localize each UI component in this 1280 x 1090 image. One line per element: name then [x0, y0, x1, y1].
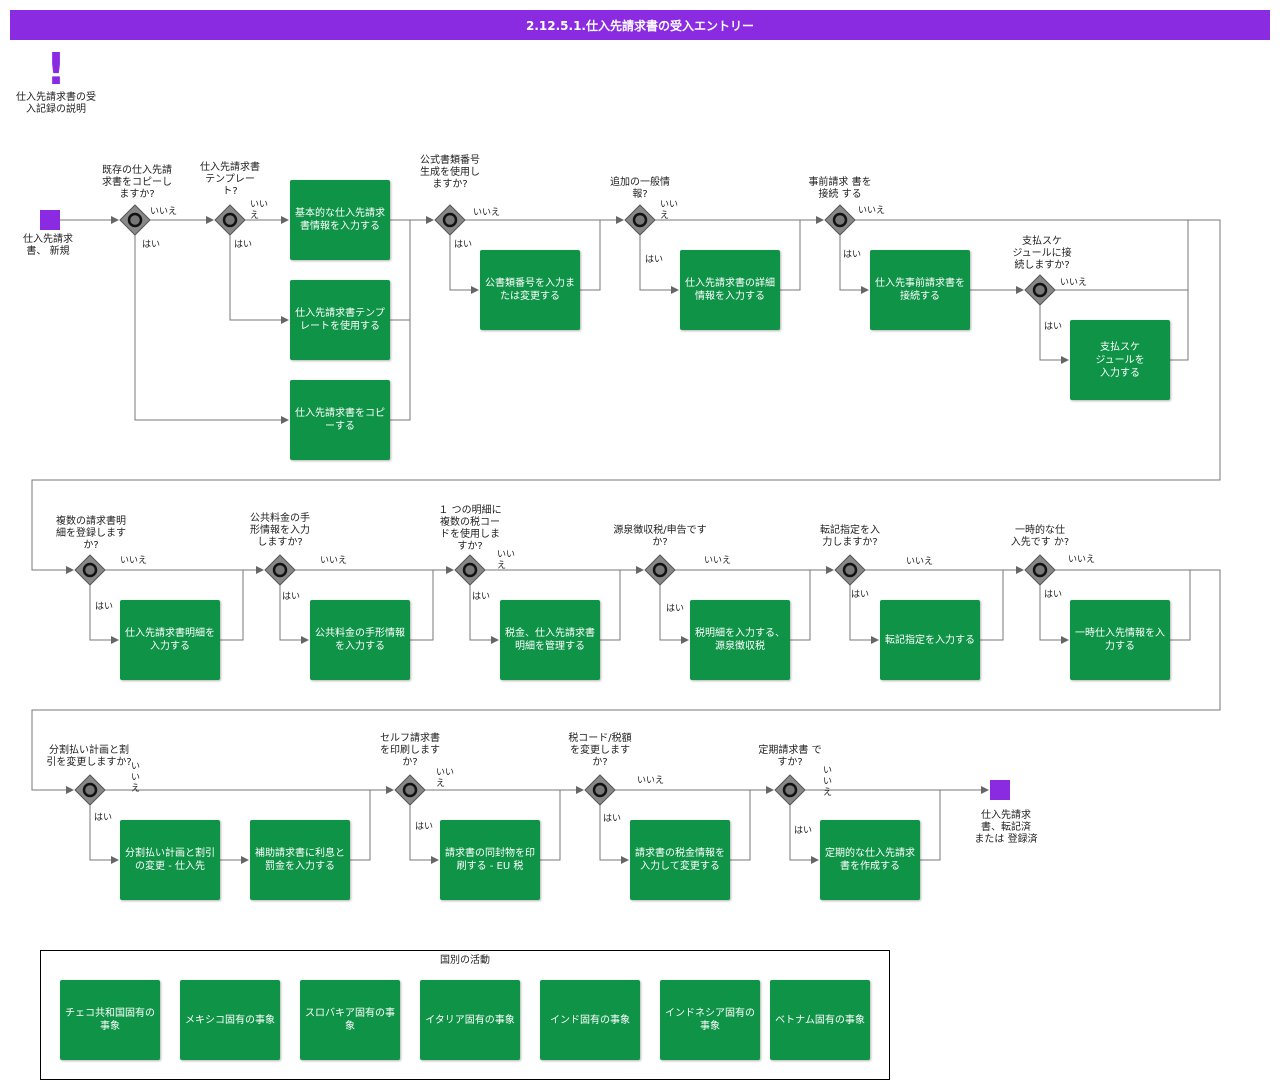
- gateway-label-payment-schedule: 支払スケ ジュールに接 続しますか?: [1012, 236, 1072, 271]
- gateway-label-recurring: 定期請求書 で すか?: [758, 745, 822, 768]
- task-use-invoice-template[interactable]: 仕入先請求書テンプレートを使用する: [290, 280, 390, 360]
- annotation-label: 仕入先請求書の受 入記録の説明: [16, 92, 96, 115]
- gateway-label-withholding-tax: 源泉徴収税/申告です か?: [613, 525, 707, 548]
- label-yes: はい: [472, 592, 491, 602]
- label-no: いいえ: [704, 556, 732, 566]
- gateway-diamond-11[interactable]: [834, 554, 866, 586]
- label-no: いい え: [250, 200, 269, 221]
- label-yes: はい: [1044, 590, 1063, 600]
- label-yes: はい: [454, 240, 473, 250]
- task-copy-vendor-invoice[interactable]: 仕入先請求書をコピーする: [290, 380, 390, 460]
- gateway-label-multiple-tax-codes: １ つの明細に 複数の税コー ドを使用しま すか?: [438, 505, 502, 552]
- country-task-indonesia[interactable]: インドネシア固有の事象: [660, 980, 760, 1060]
- gateway-diamond-1[interactable]: [119, 204, 151, 236]
- label-yes: はい: [142, 240, 161, 250]
- start-event[interactable]: [40, 210, 60, 230]
- task-enter-basic-invoice-info[interactable]: 基本的な仕入先請求書情報を入力する: [290, 180, 390, 260]
- task-enter-tax-info[interactable]: 請求書の税金情報を入力して変更する: [630, 820, 730, 900]
- end-event[interactable]: [990, 780, 1010, 800]
- label-yes: はい: [234, 240, 253, 250]
- gateway-label-utility-bill: 公共料金の手 形情報を入力 しますか?: [250, 513, 310, 548]
- gateway-diamond-8[interactable]: [264, 554, 296, 586]
- label-no: いい え: [497, 550, 516, 571]
- label-yes: はい: [666, 604, 685, 614]
- country-task-slovakia[interactable]: スロバキア固有の事象: [300, 980, 400, 1060]
- gateway-diamond-5[interactable]: [824, 204, 856, 236]
- gateway-diamond-13[interactable]: [74, 774, 106, 806]
- task-enter-interest-penalty[interactable]: 補助請求書に利息と罰金を入力する: [250, 820, 350, 900]
- label-no: い い え: [823, 766, 833, 798]
- gateway-diamond-12[interactable]: [1024, 554, 1056, 586]
- label-yes: はい: [843, 250, 862, 260]
- gateway-diamond-2[interactable]: [214, 204, 246, 236]
- label-no: いい え: [436, 768, 455, 789]
- gateway-diamond-16[interactable]: [774, 774, 806, 806]
- label-yes: はい: [95, 602, 114, 612]
- task-create-recurring-invoice[interactable]: 定期的な仕入先請求書を作成する: [820, 820, 920, 900]
- task-enter-payment-schedule[interactable]: 支払スケ ジュールを 入力する: [1070, 320, 1170, 400]
- gateway-diamond-14[interactable]: [394, 774, 426, 806]
- country-task-vietnam[interactable]: ベトナム固有の事象: [770, 980, 870, 1060]
- gateway-diamond-3[interactable]: [434, 204, 466, 236]
- label-no: いいえ: [1060, 278, 1088, 288]
- diagram-title: 2.12.5.1.仕入先請求書の受入エントリー: [10, 10, 1270, 40]
- task-enter-one-time-vendor[interactable]: 一時仕入先情報を入力する: [1070, 600, 1170, 680]
- gateway-label-prepayment: 事前請求 書を 接続 する: [808, 177, 872, 200]
- label-no: いい え: [660, 200, 679, 221]
- gateway-diamond-4[interactable]: [624, 204, 656, 236]
- country-task-india[interactable]: インド固有の事象: [540, 980, 640, 1060]
- label-no: いいえ: [320, 556, 348, 566]
- gateway-label-official-number: 公式書類番号 生成を使用し ますか?: [420, 155, 480, 190]
- task-enter-utility-bill[interactable]: 公共料金の手形情報を入力する: [310, 600, 410, 680]
- label-no: いいえ: [637, 776, 665, 786]
- country-task-italy[interactable]: イタリア固有の事象: [420, 980, 520, 1060]
- label-yes: はい: [415, 822, 434, 832]
- task-enter-posting-profile[interactable]: 転記指定を入力する: [880, 600, 980, 680]
- country-activities-group: 国別の活動: [40, 950, 890, 1080]
- label-yes: はい: [851, 590, 870, 600]
- label-yes: はい: [794, 826, 813, 836]
- label-no: いいえ: [858, 206, 886, 216]
- gateway-label-template: 仕入先請求書 テンプレー ト?: [200, 162, 260, 197]
- gateway-label-one-time-vendor: 一時的な仕 入先です か?: [1010, 525, 1070, 548]
- task-manage-tax-lines[interactable]: 税金、仕入先請求書明細を管理する: [500, 600, 600, 680]
- label-no: いいえ: [906, 557, 934, 567]
- country-activities-title: 国別の活動: [440, 955, 490, 966]
- label-yes: はい: [94, 813, 113, 823]
- gateway-diamond-6[interactable]: [1024, 274, 1056, 306]
- gateway-diamond-15[interactable]: [584, 774, 616, 806]
- gateway-label-multiple-lines: 複数の請求書明 細を登録します か?: [56, 516, 126, 551]
- label-no: いいえ: [473, 208, 501, 218]
- label-no: いいえ: [150, 207, 178, 217]
- gateway-label-installment-plan: 分割払い計画と割 引を変更しますか?: [46, 745, 132, 768]
- task-change-installment-plan[interactable]: 分割払い計画と割引の変更 - 仕入先: [120, 820, 220, 900]
- country-task-mexico[interactable]: メキシコ固有の事象: [180, 980, 280, 1060]
- label-no: い い え: [131, 762, 141, 794]
- task-enter-invoice-details[interactable]: 仕入先請求書の詳細情報を入力する: [680, 250, 780, 330]
- gateway-label-posting-profile: 転記指定を入 力しますか?: [820, 525, 880, 548]
- label-yes: はい: [1044, 322, 1063, 332]
- task-connect-prepayment[interactable]: 仕入先事前請求書を接続する: [870, 250, 970, 330]
- task-enter-withholding-tax[interactable]: 税明細を入力する、源泉徴収税: [690, 600, 790, 680]
- label-no: いいえ: [1068, 555, 1096, 565]
- gateway-label-copy-existing: 既存の仕入先請 求書をコピーし ますか?: [102, 165, 172, 200]
- task-enter-invoice-lines[interactable]: 仕入先請求書明細を入力する: [120, 600, 220, 680]
- gateway-diamond-7[interactable]: [74, 554, 106, 586]
- gateway-diamond-9[interactable]: [454, 554, 486, 586]
- label-no: いいえ: [120, 556, 148, 566]
- gateway-diamond-10[interactable]: [644, 554, 676, 586]
- label-yes: はい: [282, 592, 301, 602]
- task-print-invoice-enclosure[interactable]: 請求書の同封物を印刷する - EU 税: [440, 820, 540, 900]
- end-event-label: 仕入先請求 書、転記済 または 登録済: [974, 810, 1038, 845]
- task-enter-official-number[interactable]: 公書類番号を入力または変更する: [480, 250, 580, 330]
- annotation-exclamation-icon: !: [45, 44, 67, 95]
- label-yes: はい: [645, 255, 664, 265]
- gateway-label-tax-code-change: 税コード/税額 を変更します か?: [568, 733, 632, 768]
- start-event-label: 仕入先請求 書、 新規: [23, 234, 73, 257]
- country-task-czech[interactable]: チェコ共和国固有の事象: [60, 980, 160, 1060]
- gateway-label-additional-info: 追加の一般情 報?: [610, 177, 670, 200]
- gateway-label-self-invoice: セルフ請求書 を印刷します か?: [380, 733, 440, 768]
- label-yes: はい: [603, 814, 622, 824]
